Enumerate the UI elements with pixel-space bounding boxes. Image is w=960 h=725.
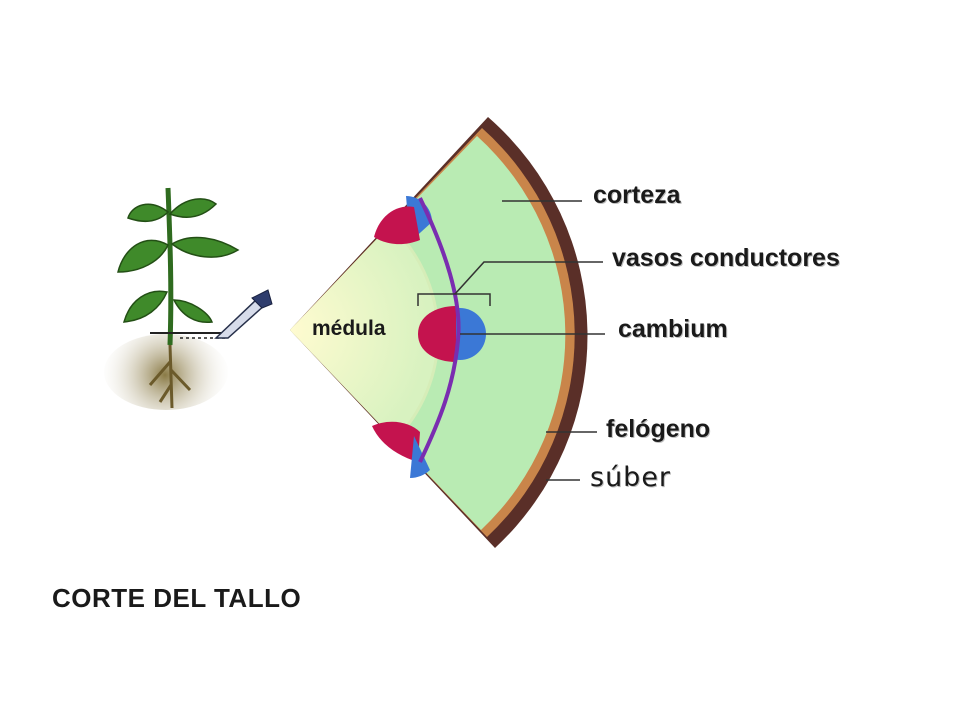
knife-icon <box>214 289 273 339</box>
label-cambium: cambium <box>618 315 728 343</box>
vascular-bracket <box>417 293 491 306</box>
leaf <box>127 203 170 223</box>
label-corteza: corteza <box>593 181 681 209</box>
leaf <box>122 290 169 323</box>
leaf <box>168 198 218 218</box>
xylem-top <box>374 206 420 245</box>
pith-region <box>290 225 438 440</box>
label-medula: médula <box>312 317 386 340</box>
label-felogeno: felógeno <box>606 415 711 443</box>
leader-vasos <box>454 261 603 295</box>
stem-cross-section <box>290 117 588 548</box>
leaf <box>170 236 240 258</box>
label-vasos-conductores: vasos conductores <box>612 244 840 272</box>
plant-illustration <box>104 187 273 410</box>
leaf <box>117 239 169 273</box>
label-suber: súber <box>590 462 672 493</box>
soil <box>104 334 228 410</box>
roots <box>148 344 192 409</box>
leader-lines <box>454 200 605 481</box>
diagram-title: CORTE DEL TALLO <box>52 583 302 613</box>
xylem-middle <box>418 306 456 362</box>
phloem-bottom <box>410 436 430 478</box>
xylem-bottom <box>372 421 420 462</box>
plant-leaves <box>117 198 240 324</box>
cambium-line <box>418 197 461 463</box>
vascular-bundle-bottom <box>372 421 430 478</box>
leaf <box>172 299 214 324</box>
plant-stem <box>165 187 174 346</box>
